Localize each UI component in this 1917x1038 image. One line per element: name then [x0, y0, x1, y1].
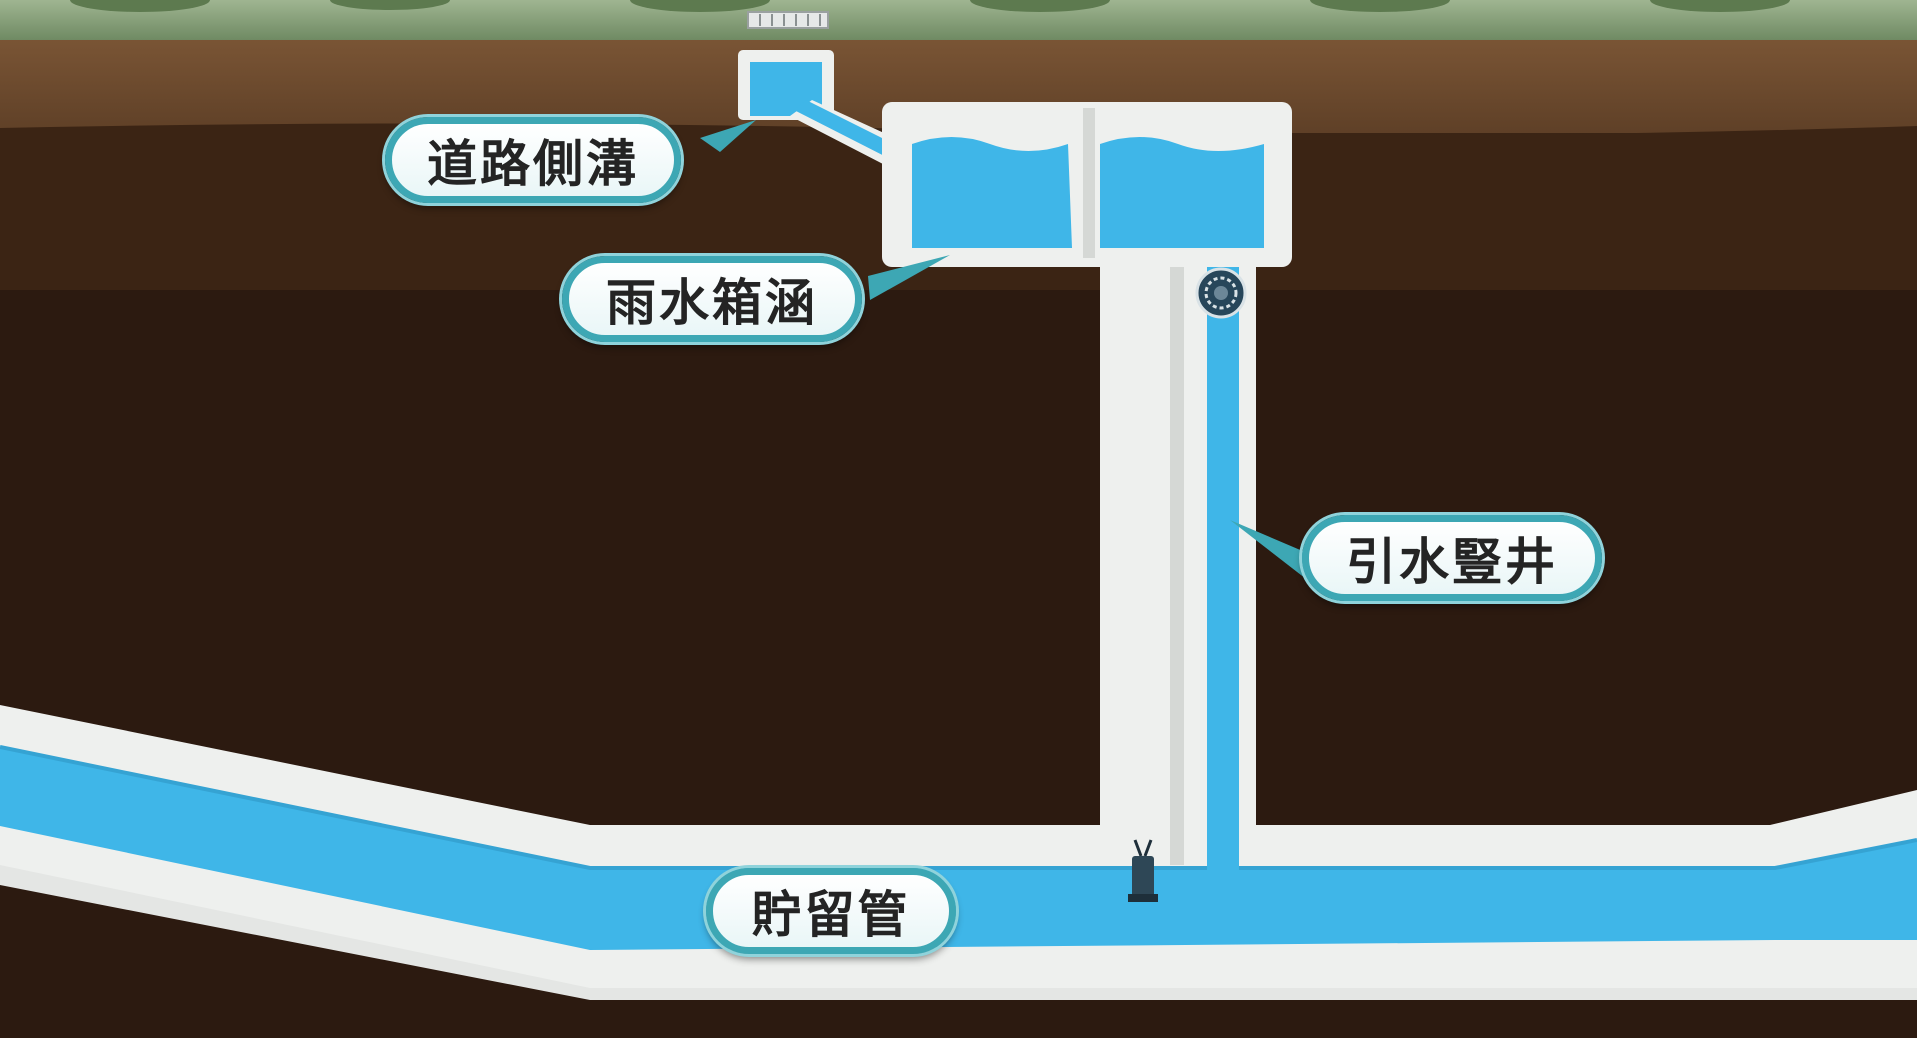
submersible-pump-icon — [1128, 839, 1158, 902]
road-gutter-label: 道路側溝 — [385, 117, 681, 203]
rain-box-culvert-label: 雨水箱涵 — [562, 256, 862, 342]
intake-shaft-pointer — [1230, 520, 1312, 582]
rain-box-culvert — [882, 102, 1292, 267]
rain-box-culvert-pointer — [868, 255, 950, 300]
road-gutter-pointer — [700, 120, 756, 152]
storage-pipe-label: 貯留管 — [706, 868, 956, 954]
trash-screen-icon — [1195, 267, 1247, 319]
intake-shaft-label: 引水豎井 — [1302, 515, 1602, 601]
shrubs — [70, 0, 1790, 12]
drain-grate-icon — [747, 11, 829, 29]
grass-strip — [0, 0, 1917, 40]
intake-shaft — [1184, 250, 1256, 875]
storage-pipe — [0, 705, 1917, 1000]
left-shaft — [1100, 250, 1184, 865]
